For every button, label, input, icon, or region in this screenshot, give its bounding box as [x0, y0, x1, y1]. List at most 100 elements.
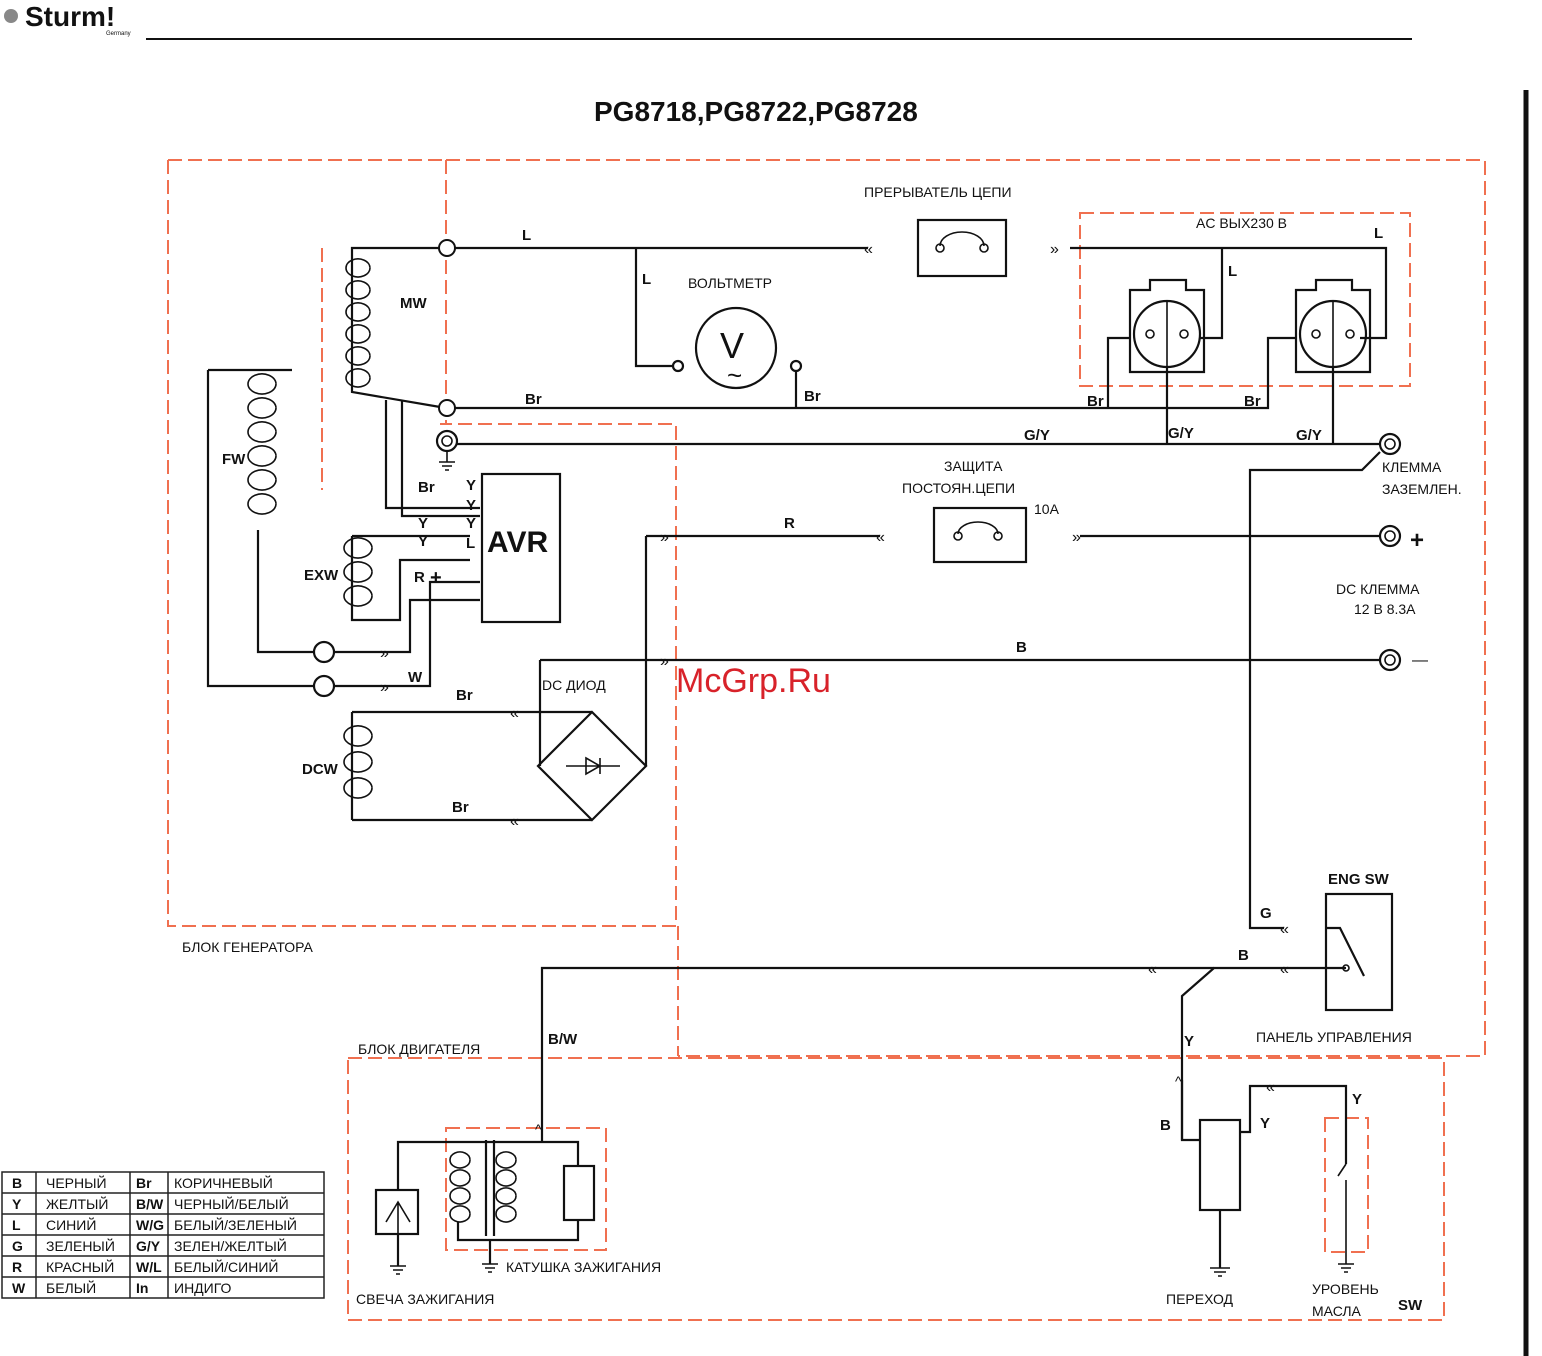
wire-label-l-ac: L	[1374, 225, 1383, 242]
legend-name: ЗЕЛЕНЫЙ	[46, 1237, 115, 1254]
voltmeter-v: V	[720, 325, 744, 366]
wire-label-r: R	[784, 515, 795, 532]
legend-name2: КОРИЧНЕВЫЙ	[174, 1174, 273, 1191]
dc-protect-label-2: ПОСТОЯН.ЦЕПИ	[902, 480, 1015, 496]
avr-l: L	[466, 535, 475, 552]
dc-rectifier: DC ДИОД « « Br Br DCW	[302, 536, 648, 830]
ground-term-label-2: ЗАЗЕМЛЕН.	[1382, 481, 1462, 497]
legend-code2: In	[136, 1280, 148, 1296]
dc-diode-label: DC ДИОД	[542, 677, 606, 693]
ground-term-label-1: КЛЕММА	[1382, 459, 1442, 475]
brand-sub: Germany	[106, 31, 131, 37]
wire-label-y2: Y	[1260, 1115, 1270, 1132]
connector-arrow: «	[1280, 961, 1289, 978]
legend-code: L	[12, 1217, 21, 1233]
main-winding: MW	[345, 246, 447, 410]
connector-arrow: »	[1050, 241, 1059, 258]
wire-label-br-ac2: Br	[1244, 393, 1261, 410]
brand-name: Sturm!	[25, 1, 115, 32]
engine-switch: ENG SW « « G B ПАНЕЛЬ УПРАВЛЕНИЯ « Y B/W	[540, 871, 1412, 1142]
connector-arrow: «	[1266, 1079, 1275, 1096]
dc-term-label-2: 12 В 8.3А	[1354, 601, 1416, 617]
diagram-title: PG8718,PG8722,PG8728	[594, 96, 918, 127]
engine-block-box	[347, 1057, 1445, 1321]
voltmeter-tilde: ~	[727, 360, 742, 390]
wire-label-br-ac1: Br	[1087, 393, 1104, 410]
gen-block-label: БЛОК ГЕНЕРАТОРА	[182, 939, 314, 955]
avr-plus: +	[430, 567, 442, 589]
breaker-label: ПРЕРЫВАТЕЛЬ ЦЕПИ	[864, 184, 1012, 200]
ground-line: G/Y G/Y G/Y КЛЕММА ЗАЗЕМЛЕН.	[435, 425, 1462, 930]
ignition: ^ СВЕЧА ЗАЖИГАНИЯ КАТУШКА ЗАЖИГАНИЯ	[356, 1121, 661, 1307]
exw-label: EXW	[304, 567, 339, 584]
wire-label-br-vm: Br	[804, 388, 821, 405]
wire-label-l-vm: L	[642, 271, 651, 288]
avr-r: R	[414, 569, 425, 586]
legend-code: R	[12, 1259, 22, 1275]
connector-arrow: «	[1148, 961, 1157, 978]
legend-name: ЖЕЛТЫЙ	[46, 1195, 108, 1212]
brand-logo: Sturm! Germany	[4, 1, 131, 37]
wire-label-br: Br	[525, 391, 542, 408]
ac-outlets: AC ВЫХ230 В L L Br Br	[1087, 215, 1383, 444]
wire-label-b: B	[1016, 639, 1027, 656]
avr-y4: Y	[466, 515, 476, 532]
wire-label-w: W	[408, 669, 423, 686]
legend-code2: W/L	[136, 1259, 162, 1275]
legend-name: СИНИЙ	[46, 1216, 96, 1233]
wire-br-main	[455, 336, 1296, 410]
mw-label: MW	[400, 295, 427, 312]
legend-name: КРАСНЫЙ	[46, 1258, 114, 1275]
voltmeter: L ВОЛЬТМЕТР V ~ Br	[634, 248, 821, 408]
legend-name: БЕЛЫЙ	[46, 1279, 96, 1296]
terminal-l	[438, 239, 456, 257]
legend-code2: B/W	[136, 1196, 164, 1212]
wire-l-outlet1	[1200, 248, 1224, 340]
legend-name2: ИНДИГО	[174, 1280, 232, 1296]
voltmeter-label: ВОЛЬТМЕТР	[688, 275, 772, 291]
block-outlines	[167, 159, 1486, 1321]
legend-code: Y	[12, 1196, 22, 1212]
legend-name: ЧЕРНЫЙ	[46, 1174, 107, 1191]
dcw-label: DCW	[302, 761, 339, 778]
legend-name2: ЧЕРНЫЙ/БЕЛЫЙ	[174, 1195, 289, 1212]
dc-term-label-1: DC КЛЕММА	[1336, 581, 1420, 597]
oil-label-1: УРОВЕНЬ	[1312, 1281, 1379, 1297]
wire-label-l-ac2: L	[1228, 263, 1237, 280]
avr-y1: Y	[466, 477, 476, 494]
wire-label-bw: B/W	[548, 1031, 578, 1048]
field-winding: FW » » W	[206, 368, 480, 698]
spark-plug-label: СВЕЧА ЗАЖИГАНИЯ	[356, 1291, 494, 1307]
avr-y5: Y	[418, 533, 428, 550]
ign-coil-label: КАТУШКА ЗАЖИГАНИЯ	[506, 1259, 661, 1275]
wire-label-gy1: G/Y	[1024, 427, 1050, 444]
legend-name2: БЕЛЫЙ/ЗЕЛЕНЫЙ	[174, 1216, 297, 1233]
connector-arrow: «	[876, 529, 885, 546]
fw-label: FW	[222, 451, 246, 468]
wire-l-main	[455, 246, 1388, 340]
wire-label-br-dc1: Br	[456, 687, 473, 704]
connector-arrow: »	[660, 529, 669, 546]
wire-label-l: L	[522, 227, 531, 244]
wire-label-gy2: G/Y	[1168, 425, 1194, 442]
wire-label-b2: B	[1238, 947, 1249, 964]
outer-panel-box	[446, 159, 1486, 1057]
avr-module: AVR Br Y Y Y Y Y L R +	[384, 400, 562, 624]
dc-plus: +	[1410, 527, 1424, 554]
generator-block-box	[167, 159, 677, 927]
wire-label-y1: Y	[1184, 1033, 1194, 1050]
connector-arrow: «	[1280, 921, 1289, 938]
legend-code: B	[12, 1175, 22, 1191]
wire-label-br-dc2: Br	[452, 799, 469, 816]
ac-out-label: AC ВЫХ230 В	[1196, 215, 1287, 231]
wire-label-b3: B	[1160, 1117, 1171, 1134]
connector-arrow: »	[1072, 529, 1081, 546]
wire-label-y3: Y	[1352, 1091, 1362, 1108]
avr-y3: Y	[418, 515, 428, 532]
transition-label: ПЕРЕХОД	[1166, 1291, 1234, 1307]
eng-block-label: БЛОК ДВИГАТЕЛЯ	[358, 1041, 480, 1057]
dc-circuit: » R « ЗАЩИТА ПОСТОЯН.ЦЕПИ 10A » + DC КЛЕ…	[540, 458, 1428, 672]
connector-arrow: «	[864, 241, 873, 258]
